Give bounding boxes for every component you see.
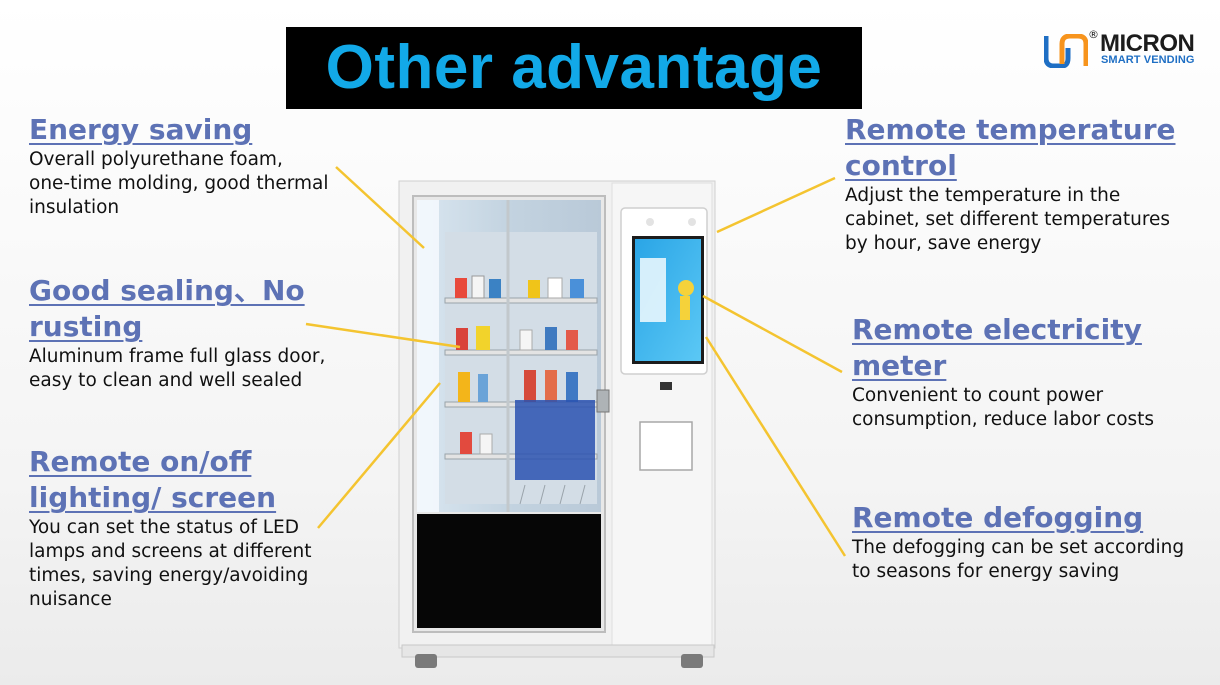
feature-description: Overall polyurethane foam, one-time mold… [29,149,329,218]
feature-remote-lighting-screen: Remote on/off lighting/ screen You can s… [29,444,329,612]
feature-description: Adjust the temperature in the cabinet, s… [845,185,1171,254]
feature-description: Aluminum frame full glass door, easy to … [29,346,326,391]
feature-title: Energy saving [29,113,253,146]
micron-logo-icon [1044,34,1088,68]
feature-title: Remote defogging [852,501,1144,534]
logo-subtitle: SMART VENDING [1101,54,1195,66]
feature-description: Convenient to count power consumption, r… [852,385,1155,430]
feature-description: You can set the status of LED lamps and … [29,517,312,610]
feature-title: Remote temperature control [845,113,1176,182]
registered-mark: ® [1088,28,1099,41]
feature-title: Remote electricity meter [852,313,1142,382]
page-title: Other advantage [286,27,862,109]
feature-title: Remote on/off lighting/ screen [29,445,277,514]
feature-energy-saving: Energy saving Overall polyurethane foam,… [29,112,329,220]
feature-title: Good sealing、No rusting [29,274,305,343]
feature-remote-electricity-meter: Remote electricity meter Convenient to c… [852,312,1192,432]
feature-remote-temperature: Remote temperature control Adjust the te… [845,112,1195,256]
feature-remote-defogging: Remote defogging The defogging can be se… [852,500,1192,584]
feature-description: The defogging can be set according to se… [852,537,1185,582]
micron-logo: ® MICRON SMART VENDING [1044,28,1204,70]
feature-good-sealing: Good sealing、No rusting Aluminum frame f… [29,273,329,393]
logo-name: MICRON [1100,30,1195,57]
